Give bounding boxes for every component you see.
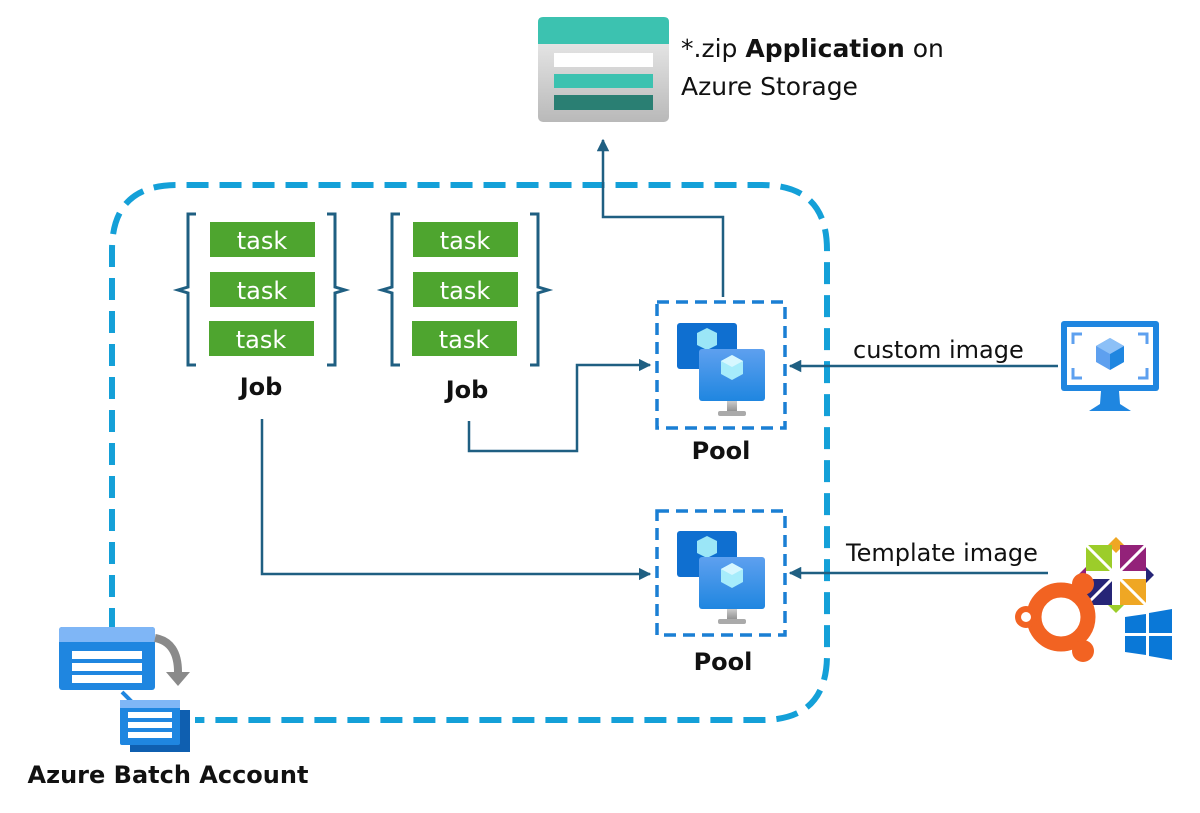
task-box <box>210 222 315 257</box>
task-label: task <box>236 326 287 354</box>
template-image-label: Template image <box>845 539 1038 567</box>
task-label: task <box>439 326 490 354</box>
storage-label-line2: Azure Storage <box>681 72 858 101</box>
job-1-right-bracket <box>327 212 351 367</box>
task-box <box>413 272 518 307</box>
job-2-right-bracket <box>530 212 554 367</box>
job-1-left-bracket <box>172 212 196 367</box>
job-1-label: Job <box>238 373 283 401</box>
azure-batch-icon <box>59 627 190 752</box>
job-2-left-bracket <box>376 212 400 367</box>
job-2: task task task <box>376 212 554 367</box>
centos-logo-icon <box>1078 537 1154 613</box>
ubuntu-logo-icon <box>1015 573 1096 662</box>
windows-logo-icon <box>1125 609 1172 660</box>
pool-2-label: Pool <box>694 648 753 676</box>
storage-label-line1: *.zip Application on <box>681 34 944 63</box>
virtual-machines-icon <box>677 323 765 416</box>
task-label: task <box>440 277 491 305</box>
task-box <box>412 321 517 356</box>
task-label: task <box>440 227 491 255</box>
virtual-machines-icon <box>677 531 765 624</box>
batch-account-label: Azure Batch Account <box>28 761 309 789</box>
connector-pool1-to-storage <box>596 138 725 297</box>
task-label: task <box>237 277 288 305</box>
azure-storage-icon <box>538 17 669 122</box>
pool-1-label: Pool <box>692 437 751 465</box>
task-box <box>413 222 518 257</box>
task-box <box>209 321 314 356</box>
task-box <box>210 272 315 307</box>
connector-job1-to-pool2 <box>260 419 652 581</box>
pool-2-boundary <box>655 509 787 637</box>
custom-vm-image-icon <box>1061 321 1159 411</box>
job-1: task task task <box>172 212 351 367</box>
connector-job2-to-pool1 <box>467 358 652 453</box>
task-label: task <box>237 227 288 255</box>
custom-image-label: custom image <box>853 336 1024 364</box>
batch-account-boundary <box>109 182 830 723</box>
pool-1-boundary <box>655 300 787 430</box>
job-2-label: Job <box>444 376 489 404</box>
